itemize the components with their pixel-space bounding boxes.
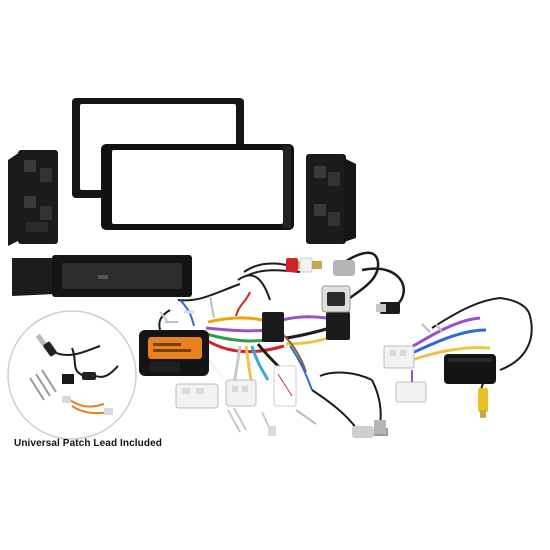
double-din-fascia-front [101,144,294,230]
antenna-adapter [295,371,388,438]
patch-lead-inset [7,310,137,440]
patch-lead-caption: Universal Patch Lead Included [14,438,162,449]
camera-harness [383,297,533,418]
usb-cable [321,251,406,314]
left-mounting-bracket [8,150,58,246]
rca-audio-plugs [243,257,322,277]
single-din-pocket [12,255,192,297]
right-mounting-bracket [306,154,356,244]
terminal-pins [159,311,276,436]
harness-connectors [175,312,350,409]
steering-interface-module [139,330,209,376]
